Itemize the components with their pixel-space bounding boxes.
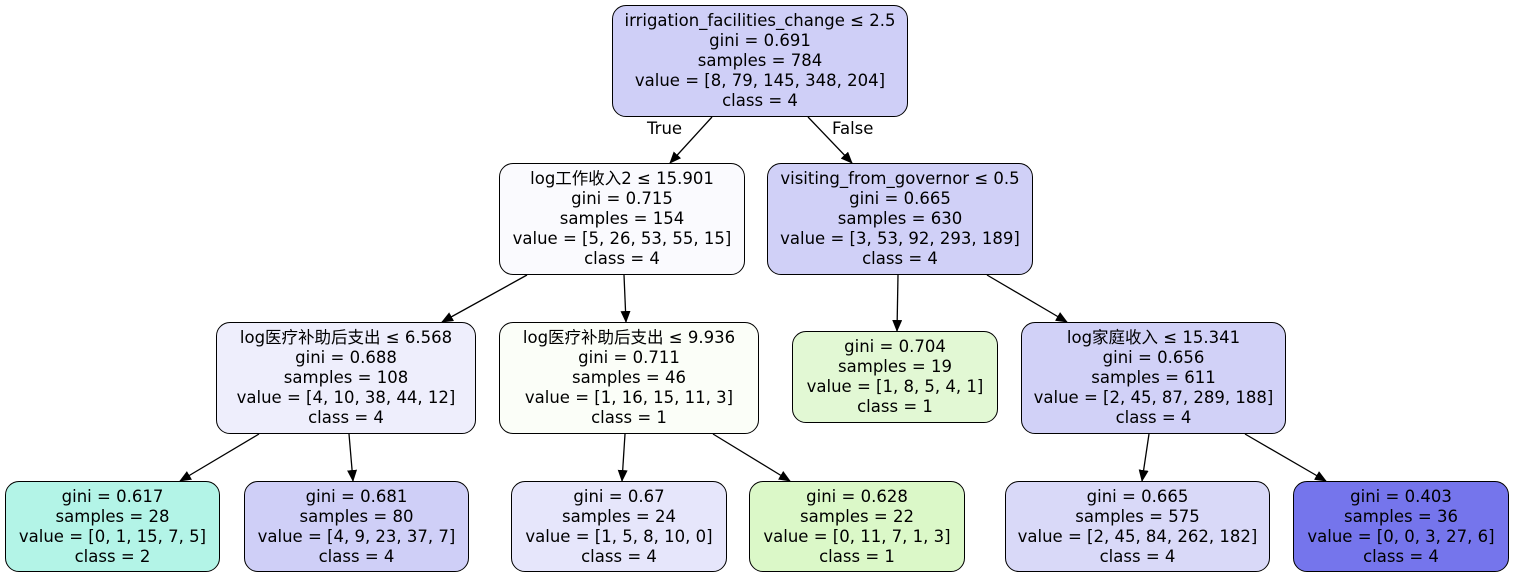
node-value: value = [4, 9, 23, 37, 7] bbox=[257, 526, 456, 546]
node-class: class = 2 bbox=[74, 546, 151, 566]
tree-node-left-right: log医疗补助后支出 ≤ 9.936 gini = 0.711 samples … bbox=[499, 322, 759, 434]
edge-n1-n3 bbox=[441, 274, 528, 323]
node-value: value = [1, 16, 15, 11, 3] bbox=[524, 388, 734, 407]
node-gini: gini = 0.665 bbox=[849, 189, 951, 208]
node-split-condition: log医疗补助后支出 ≤ 9.936 bbox=[522, 328, 736, 347]
node-value: value = [2, 45, 87, 289, 188] bbox=[1033, 388, 1274, 407]
node-samples: samples = 24 bbox=[562, 506, 676, 526]
node-split-condition: visiting_from_governor ≤ 0.5 bbox=[780, 169, 1020, 188]
node-class: class = 1 bbox=[857, 397, 933, 416]
node-samples: samples = 108 bbox=[283, 368, 409, 387]
node-gini: gini = 0.67 bbox=[573, 486, 665, 506]
node-gini: gini = 0.704 bbox=[844, 337, 946, 356]
node-split-condition: log医疗补助后支出 ≤ 6.568 bbox=[239, 328, 453, 347]
node-class: class = 4 bbox=[318, 546, 395, 566]
edge-n2-n5 bbox=[892, 274, 903, 332]
node-value: value = [4, 10, 38, 44, 12] bbox=[236, 388, 456, 407]
node-class: class = 4 bbox=[1363, 546, 1439, 566]
node-value: value = [2, 45, 84, 262, 182] bbox=[1017, 526, 1258, 546]
node-gini: gini = 0.681 bbox=[305, 486, 408, 506]
tree-leaf-2: gini = 0.681 samples = 80 value = [4, 9,… bbox=[244, 481, 469, 572]
node-gini: gini = 0.691 bbox=[709, 31, 811, 50]
node-samples: samples = 575 bbox=[1075, 506, 1200, 526]
edge-label-true: True bbox=[647, 119, 683, 138]
node-value: value = [0, 1, 15, 7, 5] bbox=[18, 526, 207, 546]
tree-node-right-right: log家庭收入 ≤ 15.341 gini = 0.656 samples = … bbox=[1021, 322, 1286, 434]
node-samples: samples = 28 bbox=[55, 506, 170, 526]
edge-n3-n8 bbox=[347, 433, 358, 482]
tree-leaf-4: gini = 0.628 samples = 22 value = [0, 11… bbox=[749, 481, 965, 572]
node-class: class = 4 bbox=[862, 249, 938, 268]
tree-leaf-5: gini = 0.665 samples = 575 value = [2, 4… bbox=[1005, 481, 1270, 572]
node-value: value = [0, 0, 3, 27, 6] bbox=[1307, 526, 1495, 546]
node-gini: gini = 0.715 bbox=[571, 189, 673, 208]
node-gini: gini = 0.656 bbox=[1102, 348, 1205, 367]
node-value: value = [3, 53, 92, 293, 189] bbox=[780, 229, 1020, 248]
edge-n0-n2 bbox=[807, 116, 853, 164]
node-samples: samples = 630 bbox=[837, 209, 963, 228]
node-class: class = 4 bbox=[584, 249, 660, 268]
node-value: value = [1, 5, 8, 10, 0] bbox=[525, 526, 713, 546]
edge-n6-n12 bbox=[1244, 433, 1327, 482]
node-gini: gini = 0.628 bbox=[806, 486, 908, 506]
node-samples: samples = 36 bbox=[1344, 506, 1458, 526]
node-samples: samples = 784 bbox=[697, 51, 823, 70]
node-class: class = 4 bbox=[722, 91, 798, 110]
node-split-condition: log工作收入2 ≤ 15.901 bbox=[530, 169, 714, 188]
node-split-condition: log家庭收入 ≤ 15.341 bbox=[1066, 328, 1241, 347]
node-class: class = 4 bbox=[1099, 546, 1176, 566]
edge-n6-n11 bbox=[1138, 433, 1150, 482]
node-value: value = [8, 79, 145, 348, 204] bbox=[634, 71, 886, 90]
node-samples: samples = 22 bbox=[800, 506, 914, 526]
node-value: value = [1, 8, 5, 4, 1] bbox=[806, 377, 984, 396]
node-gini: gini = 0.617 bbox=[61, 486, 164, 506]
edge-n1-n4 bbox=[620, 274, 631, 323]
node-gini: gini = 0.688 bbox=[295, 348, 397, 367]
tree-node-right: visiting_from_governor ≤ 0.5 gini = 0.66… bbox=[767, 163, 1033, 275]
tree-leaf-6: gini = 0.403 samples = 36 value = [0, 0,… bbox=[1293, 481, 1509, 572]
node-class: class = 1 bbox=[591, 408, 667, 427]
node-value: value = [5, 26, 53, 55, 15] bbox=[512, 229, 732, 248]
node-samples: samples = 154 bbox=[559, 209, 685, 228]
tree-leaf-1: gini = 0.617 samples = 28 value = [0, 1,… bbox=[5, 481, 220, 572]
node-gini: gini = 0.403 bbox=[1350, 486, 1452, 506]
tree-node-left-left: log医疗补助后支出 ≤ 6.568 gini = 0.688 samples … bbox=[216, 322, 476, 434]
edge-n4-n9 bbox=[617, 433, 628, 482]
edge-n3-n7 bbox=[179, 433, 260, 482]
node-samples: samples = 46 bbox=[572, 368, 686, 387]
node-gini: gini = 0.711 bbox=[578, 348, 680, 367]
edge-n0-n1 bbox=[669, 116, 713, 164]
edge-n2-n6 bbox=[986, 274, 1068, 323]
node-samples: samples = 611 bbox=[1091, 368, 1216, 387]
node-samples: samples = 80 bbox=[299, 506, 414, 526]
tree-leaf-right-left: gini = 0.704 samples = 19 value = [1, 8,… bbox=[792, 331, 998, 423]
node-class: class = 4 bbox=[308, 408, 384, 427]
node-gini: gini = 0.665 bbox=[1086, 486, 1189, 506]
edge-label-false: False bbox=[832, 119, 874, 138]
node-class: class = 4 bbox=[581, 546, 657, 566]
node-class: class = 1 bbox=[819, 546, 895, 566]
node-split-condition: irrigation_facilities_change ≤ 2.5 bbox=[624, 11, 896, 30]
node-class: class = 4 bbox=[1115, 408, 1192, 427]
edge-n4-n10 bbox=[712, 433, 791, 482]
tree-node-root: irrigation_facilities_change ≤ 2.5 gini … bbox=[612, 5, 908, 117]
node-samples: samples = 19 bbox=[838, 357, 952, 376]
tree-leaf-3: gini = 0.67 samples = 24 value = [1, 5, … bbox=[511, 481, 727, 572]
node-value: value = [0, 11, 7, 1, 3] bbox=[763, 526, 951, 546]
tree-node-left: log工作收入2 ≤ 15.901 gini = 0.715 samples =… bbox=[499, 163, 745, 275]
